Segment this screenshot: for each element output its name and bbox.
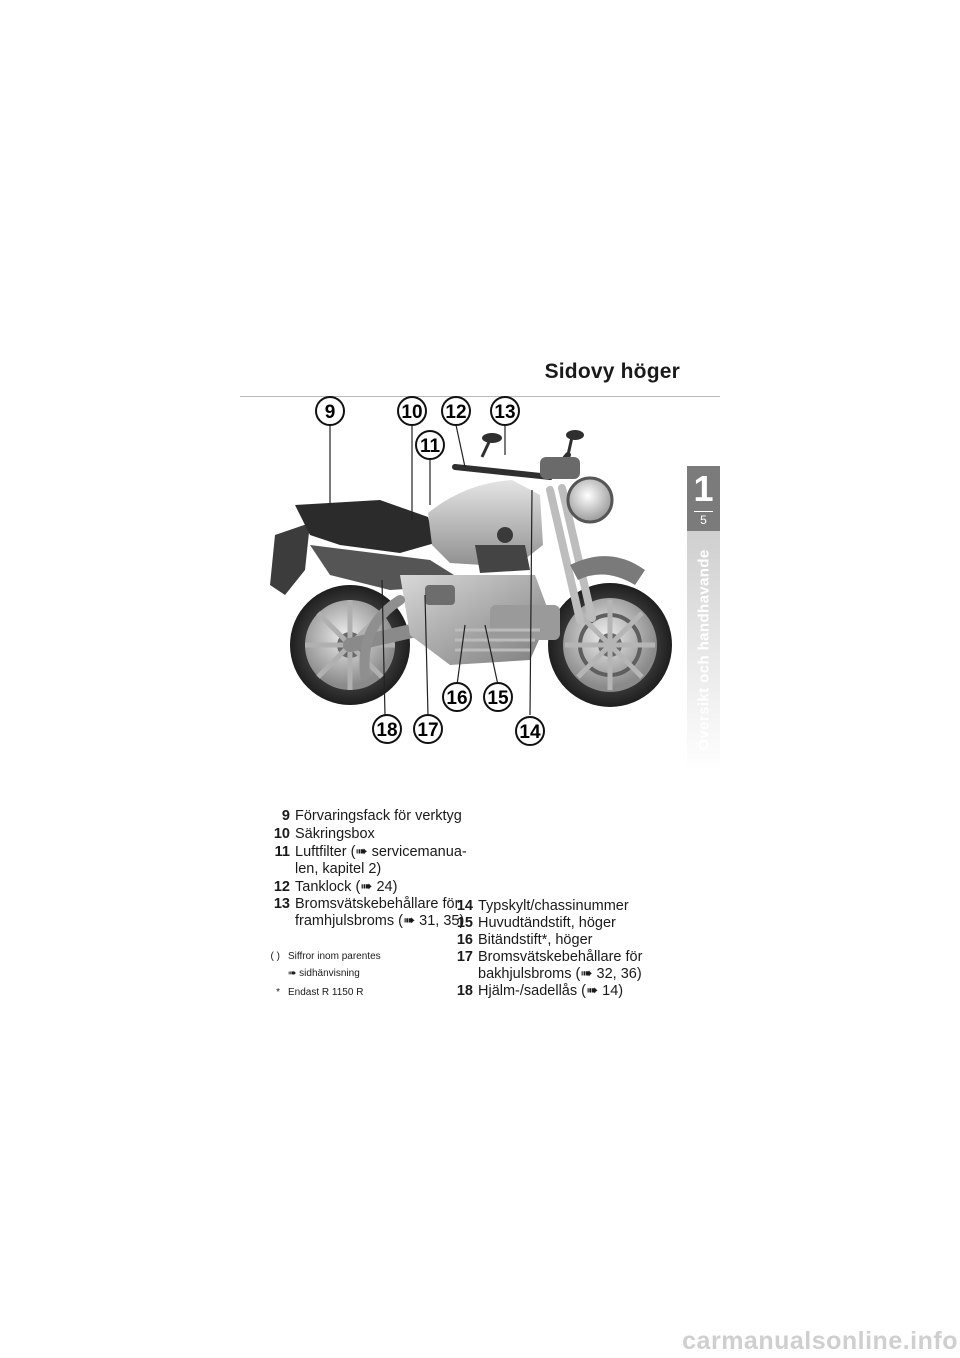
legend-number: 17 (456, 949, 473, 965)
chapter-tab: 1 5 (687, 466, 720, 531)
legend-number: 14 (456, 898, 473, 914)
legend-item: 13 Bromsvätskebehållare för (250, 896, 460, 914)
legend-number: 9 (281, 808, 290, 824)
side-section-label: Översikt och handhavande (695, 549, 713, 751)
page-title: Sidovy höger (544, 360, 680, 383)
callout-14: 14 (515, 716, 545, 746)
front-fender (570, 556, 645, 585)
chapter-tab-divider (694, 511, 713, 512)
watermark: carmanualsonline.info (682, 1327, 958, 1355)
exhaust (359, 595, 405, 680)
legend-item: 14 Typskylt/chassinummer (433, 898, 629, 916)
svg-text:14: 14 (519, 722, 541, 743)
svg-text:9: 9 (325, 402, 336, 423)
note-item: ( ) Siffror inom parentes (250, 951, 381, 963)
note-symbol: * (276, 987, 280, 998)
callout-13: 13 (490, 396, 520, 426)
legend-number: 18 (456, 983, 473, 999)
note-item: ➠ sidhänvisning (250, 968, 360, 980)
note-text: Siffror inom parentes (288, 951, 381, 962)
headlamp (566, 476, 614, 524)
legend-item-continued: framhjulsbroms (➠ 31, 35) (250, 913, 464, 931)
rear-fender (270, 523, 310, 595)
legend-text: Förvaringsfack för verktyg (295, 808, 462, 824)
callout-17: 17 (413, 714, 443, 744)
svg-text:17: 17 (417, 720, 438, 741)
chapter-number: 1 (693, 468, 714, 509)
legend-number: 12 (273, 879, 290, 895)
legend-number: 15 (456, 915, 473, 931)
legend-text: Bromsvätskebehållare för (478, 949, 643, 965)
callout-15: 15 (483, 682, 513, 712)
note-text: Endast R 1150 R (288, 987, 364, 998)
legend-number: 11 (274, 844, 290, 860)
legend-text: len, kapitel 2) (295, 861, 382, 877)
callout-9: 9 (315, 396, 345, 426)
legend-text: bakhjulsbroms (➠ 32, 36) (478, 966, 642, 982)
legend-text: Huvudtändstift, höger (478, 915, 616, 931)
callout-10: 10 (397, 396, 427, 426)
legend-text: Luftfilter (➠ servicemanua- (295, 844, 467, 860)
legend-text: framhjulsbroms (➠ 31, 35) (295, 913, 465, 929)
legend-item: 17 Bromsvätskebehållare för (433, 949, 643, 967)
legend-item: 9 Förvaringsfack för verktyg (250, 808, 462, 826)
svg-text:13: 13 (494, 402, 515, 423)
legend-text: Typskylt/chassinummer (478, 898, 629, 914)
motorcycle-illustration: 9 10 11 12 13 14 15 16 17 18 (270, 396, 672, 746)
legend-item: 11 Luftfilter (➠ servicemanua- (250, 844, 467, 862)
front-wheel (548, 583, 672, 707)
callout-18: 18 (372, 714, 402, 744)
legend-item: 15 Huvudtändstift, höger (433, 915, 616, 933)
legend-number: 10 (273, 826, 290, 842)
legend-number: 13 (273, 896, 290, 912)
callout-12: 12 (441, 396, 471, 426)
legend-text: Bromsvätskebehållare för (295, 896, 460, 912)
legend-text: Tanklock (➠ 24) (295, 879, 398, 895)
callout-11: 11 (415, 430, 445, 460)
legend-item-continued: bakhjulsbroms (➠ 32, 36) (433, 966, 642, 984)
seat (295, 500, 435, 553)
svg-text:15: 15 (487, 688, 509, 709)
legend-item-continued: len, kapitel 2) (250, 861, 381, 879)
legend-item: 18 Hjälm-/sadellås (➠ 14) (433, 983, 623, 1001)
legend-item: 12 Tanklock (➠ 24) (250, 879, 398, 897)
legend-text: Bitändstift*, höger (478, 932, 593, 948)
note-item: * Endast R 1150 R (250, 987, 363, 999)
callout-16: 16 (442, 682, 472, 712)
svg-text:16: 16 (446, 688, 467, 709)
page-number: 5 (700, 513, 707, 527)
note-symbol (250, 968, 288, 980)
legend-number: 16 (456, 932, 473, 948)
svg-text:12: 12 (445, 402, 466, 423)
legend-item: 16 Bitändstift*, höger (433, 932, 593, 950)
legend-text: Hjälm-/sadellås (➠ 14) (478, 983, 624, 999)
note-symbol: ( ) (270, 951, 280, 962)
note-text: ➠ sidhänvisning (288, 968, 360, 979)
side-band (687, 531, 720, 771)
legend-text: Säkringsbox (295, 826, 375, 842)
svg-text:18: 18 (376, 720, 397, 741)
legend-item: 10 Säkringsbox (250, 826, 375, 844)
svg-text:10: 10 (401, 402, 422, 423)
front-fork (546, 484, 596, 624)
svg-text:11: 11 (420, 436, 441, 457)
title-divider (240, 396, 720, 397)
